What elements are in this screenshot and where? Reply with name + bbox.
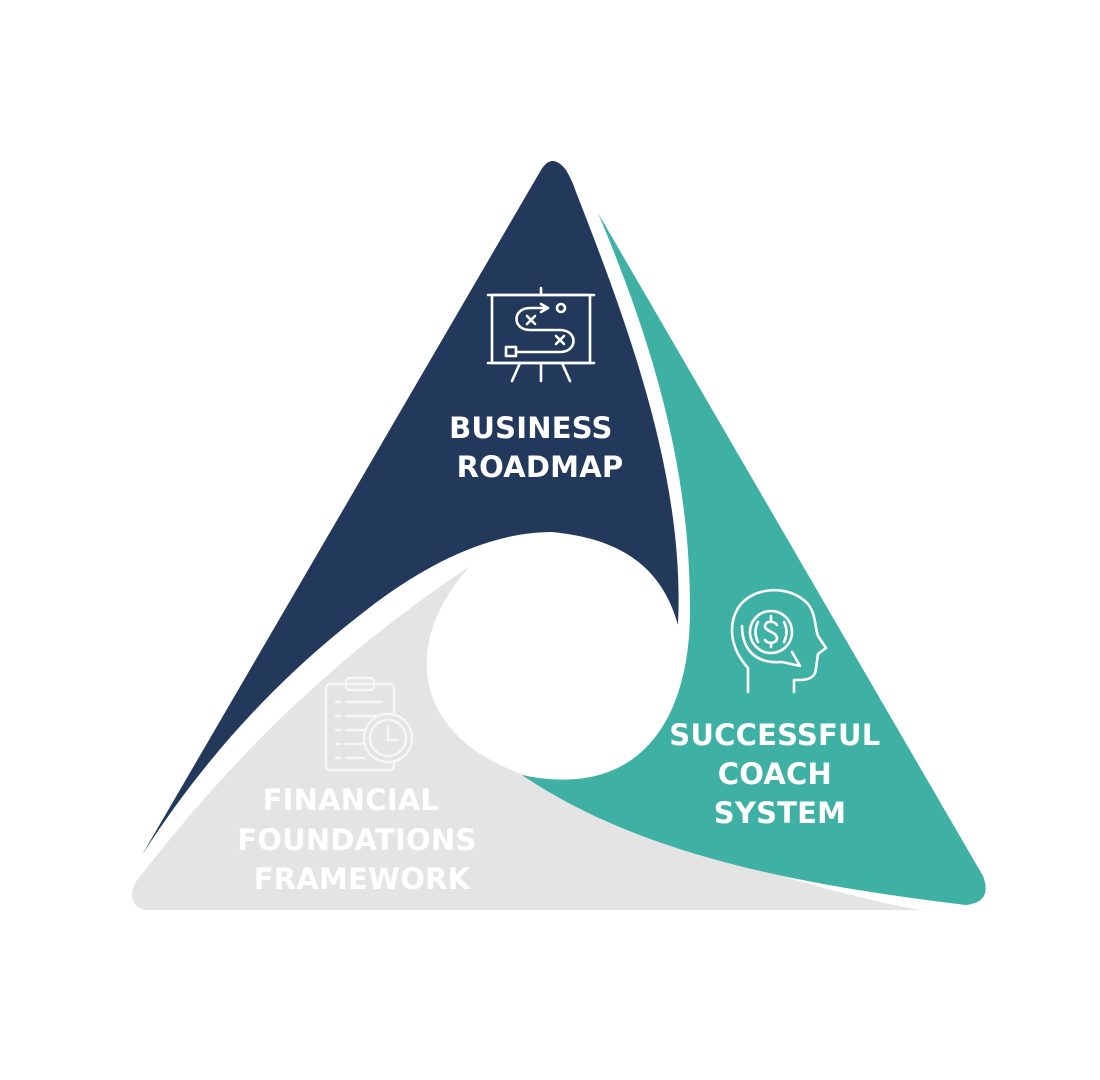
segment-successful-coach-system: SUCCESSFUL COACH SYSTEM: [522, 213, 986, 905]
strategy-board-icon: [486, 286, 596, 383]
clipboard-clock-icon: [324, 676, 414, 772]
segment-label-financial: FINANCIAL FOUNDATIONS FRAMEWORK: [237, 783, 486, 896]
segment-financial-foundations-framework: FINANCIAL FOUNDATIONS FRAMEWORK: [132, 566, 920, 910]
segment-label-coach: SUCCESSFUL COACH SYSTEM: [669, 718, 890, 830]
segment-shape-gray: [132, 566, 920, 910]
segment-business-roadmap: BUSINESS ROADMAP: [142, 161, 679, 855]
label-line-roadmap-1: BUSINESS: [449, 411, 612, 445]
label-line-coach-1: SUCCESSFUL: [669, 718, 880, 752]
segment-label-roadmap: BUSINESS ROADMAP: [449, 411, 623, 484]
label-line-roadmap-2: ROADMAP: [457, 450, 624, 484]
segment-shape-teal: [522, 213, 986, 905]
head-dollar-icon: [730, 588, 828, 694]
label-line-financial-3: FRAMEWORK: [254, 862, 472, 896]
segment-shape-navy: [142, 161, 679, 855]
label-line-coach-2: COACH: [718, 757, 832, 791]
label-line-financial-2: FOUNDATIONS: [237, 823, 476, 857]
label-line-coach-3: SYSTEM: [714, 796, 846, 830]
label-line-financial-1: FINANCIAL: [263, 783, 439, 817]
